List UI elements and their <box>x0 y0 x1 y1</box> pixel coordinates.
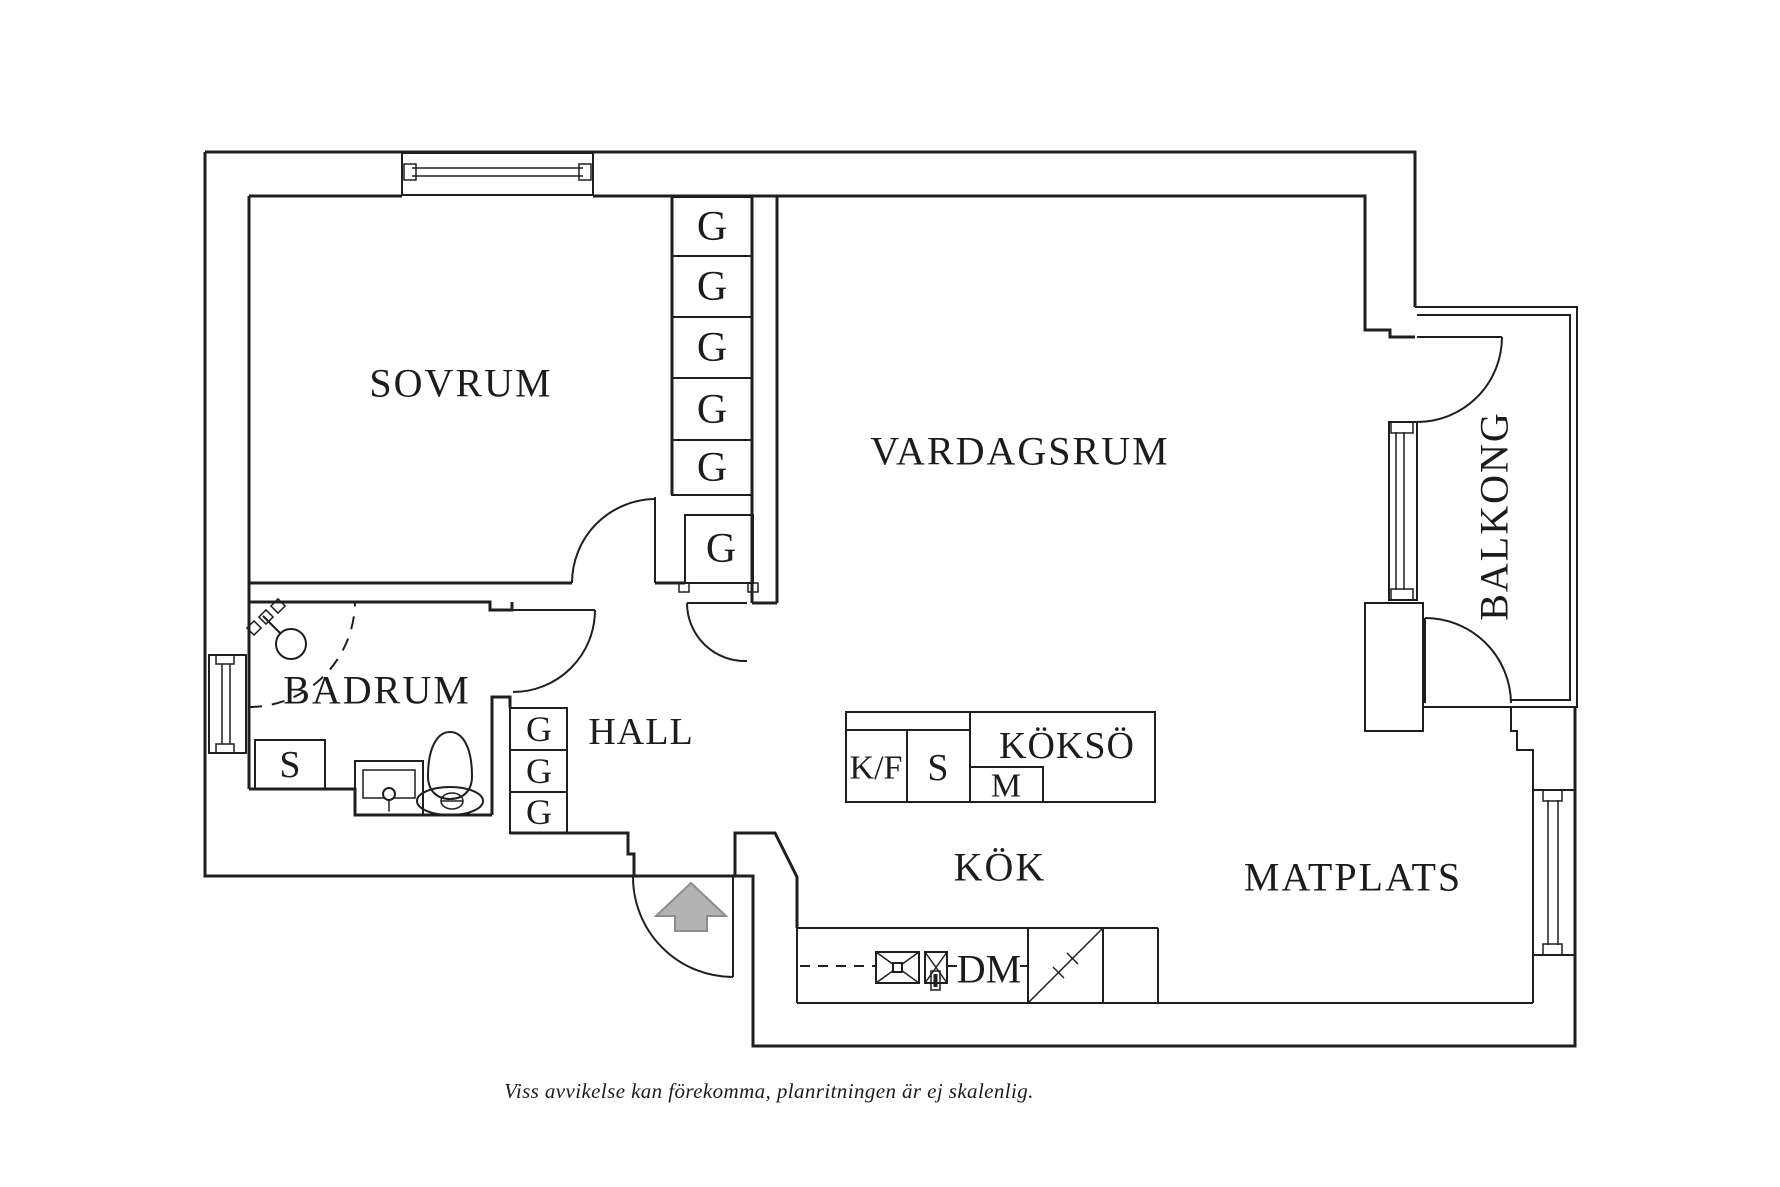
room-label-hall: HALL <box>588 711 693 753</box>
fridge-freezer-label: K/F <box>850 750 903 787</box>
wardrobe-letter: G <box>697 387 727 433</box>
shower-screen-dashed <box>248 600 356 708</box>
entrance-arrow-icon <box>653 881 729 932</box>
dishwasher-label: DM <box>957 947 1021 992</box>
wardrobe-letter: G <box>706 526 736 572</box>
outer-wall-left-bottom-right <box>203 152 1577 1048</box>
wall-matplats-right <box>1510 707 1534 1003</box>
kitchen-fixtures: DM <box>800 927 1104 1004</box>
room-label-badrum: BADRUM <box>283 668 471 713</box>
wall-balcony-pier <box>1364 602 1424 732</box>
walls <box>203 150 1578 1048</box>
balcony-outer-wall <box>1415 306 1578 708</box>
island-label: KÖKSÖ <box>999 725 1135 767</box>
room-label-vardagsrum: VARDAGSRUM <box>870 429 1169 474</box>
doors <box>512 336 1512 978</box>
wardrobe-letter: G <box>697 204 727 250</box>
wardrobe-letter: G <box>697 445 727 491</box>
balcony-window <box>1388 421 1418 601</box>
windows <box>208 152 1576 956</box>
island-cabinet-label: S <box>927 747 948 789</box>
balcony-door-upper <box>1416 336 1503 423</box>
stove-icon <box>1027 927 1104 1004</box>
hall-wardrobe-inset: G <box>678 514 759 593</box>
disclaimer-note: Viss avvikelse kan förekomma, planritnin… <box>504 1079 1034 1103</box>
wall-bedroom-bathroom <box>249 581 572 612</box>
bathroom-window <box>208 654 247 754</box>
outer-wall-top-right <box>205 150 1417 307</box>
faucet-icon <box>924 951 948 991</box>
bathroom-cabinet: S <box>254 739 326 790</box>
bathroom-door <box>512 609 596 693</box>
wall-livingroom-left <box>750 196 779 605</box>
micro-label: M <box>991 768 1021 805</box>
wardrobe-letter: G <box>697 325 727 371</box>
hall-closet-door <box>686 602 748 663</box>
wardrobe-letter: G <box>526 751 552 791</box>
wall-entry-kitchen-chamfer <box>733 831 799 928</box>
bedroom-door <box>571 497 657 584</box>
toilet-icon <box>416 730 484 816</box>
room-label-matplats: MATPLATS <box>1244 855 1462 900</box>
room-label-sovrum: SOVRUM <box>369 361 552 406</box>
room-labels: SOVRUM VARDAGSRUM BALKONG BADRUM HALL KÖ… <box>283 361 1516 900</box>
shower-mixer-icon <box>245 597 307 660</box>
balcony-door-lower <box>1424 617 1512 704</box>
kitchen-counter <box>796 927 1533 1004</box>
sink-icon <box>354 760 424 816</box>
bathroom-fixtures: S <box>245 597 484 816</box>
bedroom-window <box>401 152 594 196</box>
wardrobe-letter: G <box>526 709 552 749</box>
kitchen-island: K/F S M KÖKSÖ <box>845 711 1156 805</box>
wall-hall-bottom <box>510 831 636 876</box>
bedroom-wardrobe-column: G G G G G <box>671 196 753 496</box>
balcony-inner-wall <box>1417 314 1571 701</box>
wardrobe-letter: G <box>526 792 552 832</box>
hall-wardrobe-column: G G G <box>509 707 568 834</box>
wall-bedroom-closets <box>655 197 685 585</box>
wardrobe-letter: G <box>697 264 727 310</box>
inner-wall-top <box>249 194 1415 339</box>
cabinet-letter: S <box>279 744 300 786</box>
entry-door <box>632 876 734 978</box>
diningarea-window <box>1532 789 1576 956</box>
kitchen-sink-icon <box>875 951 920 984</box>
room-label-kok: KÖK <box>954 845 1047 890</box>
room-label-balkong: BALKONG <box>1472 411 1517 621</box>
